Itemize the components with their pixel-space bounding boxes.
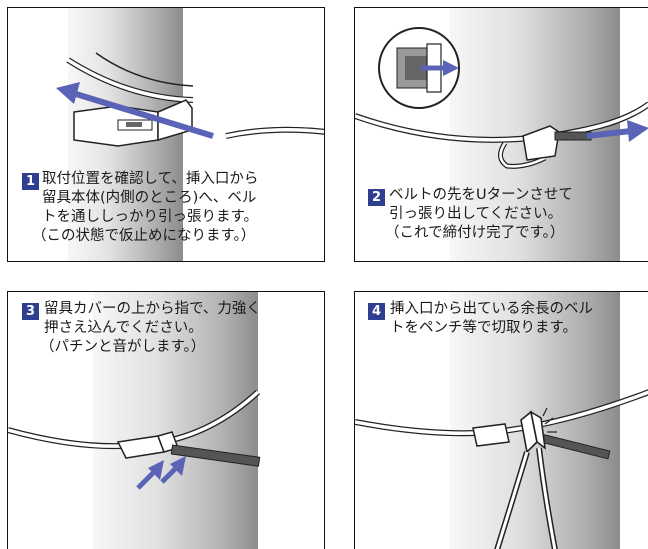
caption-line: トを通ししっかり引っ張ります。 (42, 209, 259, 225)
step-1-panel: 1 取付位置を確認して、挿入口から 留具本体(内側のところ)へ、ベル トを通しし… (7, 7, 325, 262)
caption-line: 引っ張り出してください。 (389, 206, 563, 222)
caption-line: （この状態で仮止めになります。） (32, 228, 256, 244)
step-4-number-badge: 4 (368, 303, 385, 320)
caption-line: 取付位置を確認して、挿入口から (42, 171, 259, 187)
step-2-panel: 2 ベルトの先をUターンさせて 引っ張り出してください。 （これで締付け完了です… (354, 7, 648, 262)
step-2-caption: ベルトの先をUターンさせて 引っ張り出してください。 （これで締付け完了です。） (385, 186, 573, 243)
pole-illustration (93, 292, 258, 549)
caption-line: 留具カバーの上から指で、力強く (44, 301, 261, 317)
step-2-illustration (355, 8, 648, 261)
step-3-panel: 3 留具カバーの上から指で、力強く 押さえ込んでください。 （パチンと音がします… (7, 291, 325, 549)
step-3-number-badge: 3 (22, 303, 39, 320)
caption-line: ベルトの先をUターンさせて (389, 187, 573, 203)
caption-line: 押さえ込んでください。 (44, 320, 203, 336)
step-3-caption: 留具カバーの上から指で、力強く 押さえ込んでください。 （パチンと音がします。） (40, 300, 261, 357)
step-1-number-badge: 1 (22, 173, 39, 190)
buckle-clamp (73, 99, 193, 147)
pull-arrow-icon (56, 82, 214, 139)
step-3-illustration (8, 292, 261, 549)
caption-line: （パチンと音がします。） (40, 339, 206, 355)
press-arrows-icon (136, 456, 186, 490)
step-1-illustration (56, 8, 324, 261)
step-4-illustration (355, 292, 648, 549)
cut-spark-icon (542, 407, 557, 433)
step-4-panel: 4 挿入口から出ている余長のベル トをペンチ等で切取ります。 (354, 291, 648, 549)
caption-line: 挿入口から出ている余長のベル (390, 301, 593, 317)
pull-arrow-icon (586, 120, 648, 142)
step-1-caption: 取付位置を確認して、挿入口から 留具本体(内側のところ)へ、ベル トを通ししっか… (32, 170, 259, 246)
step-2-number-badge: 2 (368, 189, 385, 206)
pliers-icon (494, 410, 558, 549)
step-4-caption: 挿入口から出ている余長のベル トをペンチ等で切取ります。 (390, 300, 593, 338)
buckle-zoom-icon (378, 27, 460, 109)
buckle-clamp (498, 125, 560, 169)
caption-line: トをペンチ等で切取ります。 (390, 320, 578, 336)
buckle-clamp (472, 423, 510, 447)
caption-line: （これで締付け完了です。） (385, 225, 565, 241)
caption-line: 留具本体(内側のところ)へ、ベル (42, 190, 257, 206)
